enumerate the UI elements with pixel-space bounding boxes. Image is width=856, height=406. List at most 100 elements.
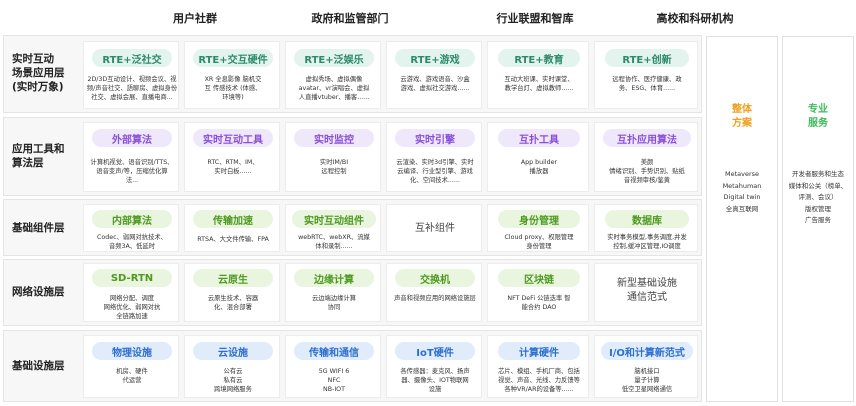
row-label-scenario: 实时互动场景应用层(实时万象) [12,53,65,93]
card-rte-education[interactable]: RTE+教育 互动大班课、实时课堂、教学台灯、虚拟教师...... [487,41,589,109]
card-realtime-tools[interactable]: 实时互动工具 RTC、RTM、IM、实时白板...... [184,122,280,192]
card-desc: 各传感器：麦克风、扬声器、摄像头、IOT物联网设施 [400,368,470,393]
card-title: RTE+泛社交 [92,49,172,67]
card-cloud-facilities[interactable]: 云设施 公有云私有云跨境网络服务 [184,335,280,398]
card-title: 区块链 [498,269,580,287]
card-internal-algorithms[interactable]: 内部算法 Codec、弱网对抗技术、音频3A、低延时 [83,204,179,252]
card-rte-social[interactable]: RTE+泛社交 2D/3D互动设计、视频会议、视频/声音社交、語聊房、虚拟身份社… [83,41,179,109]
row-label-network: 网络设施层 [12,286,65,298]
card-desc: RTSA、大文件传输、FPA [197,236,269,243]
card-desc: NFT DeFi 公链迭率 智能合约 DAO [507,295,571,311]
card-desc: Codec、弱网对抗技术、音频3A、低延时 [97,234,167,250]
card-desc: 实时事务模型,事务调度,并发控制,缓冲区管理,IO调度 [607,234,687,250]
card-title: 传输和通信 [294,342,374,360]
card-title: 互补组件 [415,223,455,234]
card-external-algorithms[interactable]: 外部算法 计算机视觉、语音识别/TTS、语音变声/等，压缩优化算法... [83,122,179,192]
card-title: RTE+教育 [498,49,580,67]
side-panel-lines: 开发者服务和生态媒体和公关（榜单、评测、会议）版权管理广告服务 [788,170,848,224]
card-title: 身份管理 [498,210,580,228]
card-desc: 云渲染、实时3d引擎、实时云编译、行业型引擎、游戏化、空间技术...... [396,159,474,184]
card-edge-computing[interactable]: 边缘计算 云边端边缘计算协同 [285,263,381,322]
card-desc: 声音和视频应用的网络设施层 [394,295,476,302]
card-title: SD-RTN [92,269,172,287]
card-title: 数据库 [605,210,689,228]
card-title: IoT硬件 [395,342,475,360]
card-rte-innovation[interactable]: RTE+创新 远程协作、医疗健康、政务、ESG、体育...... [594,41,698,109]
card-physical-facilities[interactable]: 物理设施 机房、硬件代运营 [83,335,179,398]
card-desc: 远程协作、医疗健康、政务、ESG、体育...... [612,76,682,92]
card-title: 物理设施 [92,342,172,360]
column-header-academia: 高校和科研机构 [656,12,734,25]
card-title: RTE+泛娱乐 [294,49,374,67]
column-header-industry: 行业联盟和智库 [496,12,574,25]
card-io-computing-paradigm[interactable]: I/O和计算新范式 脑机接口量子计算低空卫星网络通信 [594,335,698,398]
card-desc: 2D/3D互动设计、视频会议、视频/声音社交、語聊房、虚拟身份社交、虚拟会展、直… [86,76,178,101]
card-desc: 云原生技术、容器化、混合部署 [207,295,259,311]
card-title: 交换机 [395,269,475,287]
card-blockchain[interactable]: 区块链 NFT DeFi 公链迭率 智能合约 DAO [487,263,589,322]
card-title: 新型基础设施通信范式 [617,278,677,303]
card-desc: 芯片、模组、手机厂商、包括视觉、声音、光线、力反馈等各种VR/AR的设备等...… [498,368,580,393]
card-desc: 脑机接口量子计算低空卫星网络通信 [621,368,673,393]
card-title: 传输加速 [193,210,273,228]
card-title: 云设施 [193,342,273,360]
card-desc: 互动大班课、实时课堂、教学台灯、虚拟教师...... [504,76,574,92]
card-desc: 云游戏、游戏语音、沙盒游戏、虚拟社交游戏...... [400,76,470,92]
card-complement-algorithms[interactable]: 互扑应用算法 美颜情绪识别、手势识别、贴纸音视频审核/鉴黄 [594,122,698,192]
row-label-infrastructure: 基础设施层 [12,360,65,372]
card-title: 外部算法 [92,129,172,147]
card-cloud-native[interactable]: 云原生 云原生技术、容器化、混合部署 [184,263,280,322]
column-header-government: 政府和监管部门 [311,12,389,25]
row-label-tools: 应用工具和算法层 [12,143,65,169]
card-title: 云原生 [193,269,273,287]
card-switch[interactable]: 交换机 声音和视频应用的网络设施层 [386,263,482,322]
card-desc: RTC、RTM、IM、实时白板...... [207,159,259,175]
card-new-infrastructure[interactable]: 新型基础设施通信范式 [594,263,698,322]
card-title: 计算硬件 [498,342,580,360]
card-desc: 公有云私有云跨境网络服务 [214,368,252,393]
card-title: 互扑工具 [498,129,580,147]
card-iot-hardware[interactable]: IoT硬件 各传感器：麦克风、扬声器、摄像头、IOT物联网设施 [386,335,482,398]
card-rte-hardware[interactable]: RTE+交互硬件 XR 全息影像 脑机交互 传感技术 (体感、环境等) [184,41,280,109]
card-title: 互扑应用算法 [603,129,691,147]
card-transport-acceleration[interactable]: 传输加速 RTSA、大文件传输、FPA [184,204,280,252]
card-title: RTE+创新 [605,49,689,67]
card-identity-management[interactable]: 身份管理 Cloud proxy、权限管理身份管理 [487,204,589,252]
card-title: RTE+交互硬件 [193,49,273,67]
card-desc: Cloud proxy、权限管理身份管理 [504,234,574,250]
card-desc: 网络分配、调度网络优化、弱网对抗全链路加速 [103,295,161,320]
card-title: 内部算法 [92,210,172,228]
card-desc: XR 全息影像 脑机交互 传感技术 (体感、环境等) [204,76,262,101]
card-computing-hardware[interactable]: 计算硬件 芯片、模组、手机厂商、包括视觉、声音、光线、力反馈等各种VR/AR的设… [487,335,589,398]
card-title: RTE+游戏 [395,49,475,67]
card-complement-components[interactable]: 互补组件 [386,204,482,252]
card-sd-rtn[interactable]: SD-RTN 网络分配、调度网络优化、弱网对抗全链路加速 [83,263,179,322]
card-realtime-components[interactable]: 实时互动组件 webRTC、webXR、流媒体和录制...... [285,204,381,252]
card-title: 实时互动组件 [292,210,376,228]
card-rte-gaming[interactable]: RTE+游戏 云游戏、游戏语音、沙盒游戏、虚拟社交游戏...... [386,41,482,109]
card-realtime-engine[interactable]: 实时引擎 云渲染、实时3d引擎、实时云编译、行业型引擎、游戏化、空间技术....… [386,122,482,192]
side-panel-services[interactable]: 专业服务 开发者服务和生态媒体和公关（榜单、评测、会议）版权管理广告服务 [782,36,854,402]
side-panel-title: 整体方案 [732,104,752,129]
card-title: 实时监控 [294,129,374,147]
card-desc: 美颜情绪识别、手势识别、贴纸音视频审核/鉴黄 [609,159,685,184]
card-desc: webRTC、webXR、流媒体和录制...... [298,234,370,250]
row-label-components: 基础组件层 [12,222,65,234]
card-desc: 计算机视觉、语音识别/TTS、语音变声/等，压缩优化算法... [90,159,174,184]
card-title: 实时互动工具 [193,129,273,147]
column-header-user-community: 用户社群 [173,12,217,25]
card-desc: 云边端边缘计算协同 [311,295,357,311]
card-title: I/O和计算新范式 [601,342,693,360]
card-title: 实时引擎 [395,129,475,147]
card-database[interactable]: 数据库 实时事务模型,事务调度,并发控制,缓冲区管理,IO调度 [594,204,698,252]
